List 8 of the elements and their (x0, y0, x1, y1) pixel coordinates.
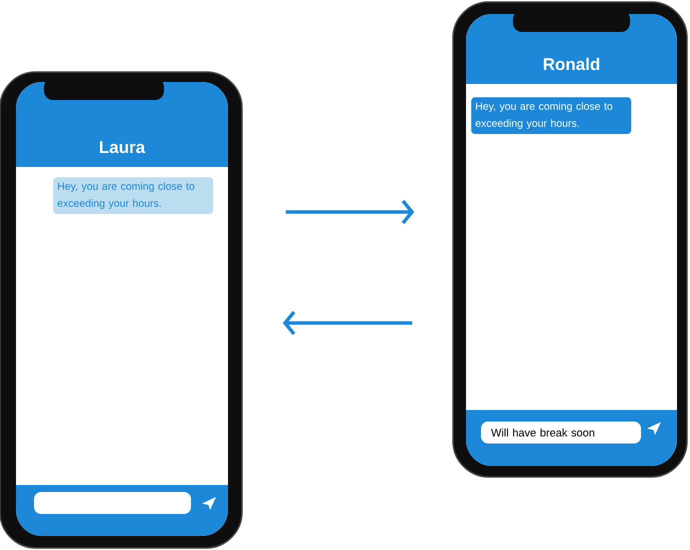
arrow (282, 310, 412, 336)
text-field (34, 492, 191, 514)
message-bubble: Hey, you are coming close to exceeding your hours. (471, 97, 632, 134)
contact-name: Laura (100, 141, 146, 154)
arrow (286, 200, 414, 224)
message-bubble: Hey, you are coming close to exceeding your hours. (53, 177, 214, 214)
contact-name: Ronald (544, 58, 600, 70)
text-field: Will have break soon (481, 422, 641, 444)
